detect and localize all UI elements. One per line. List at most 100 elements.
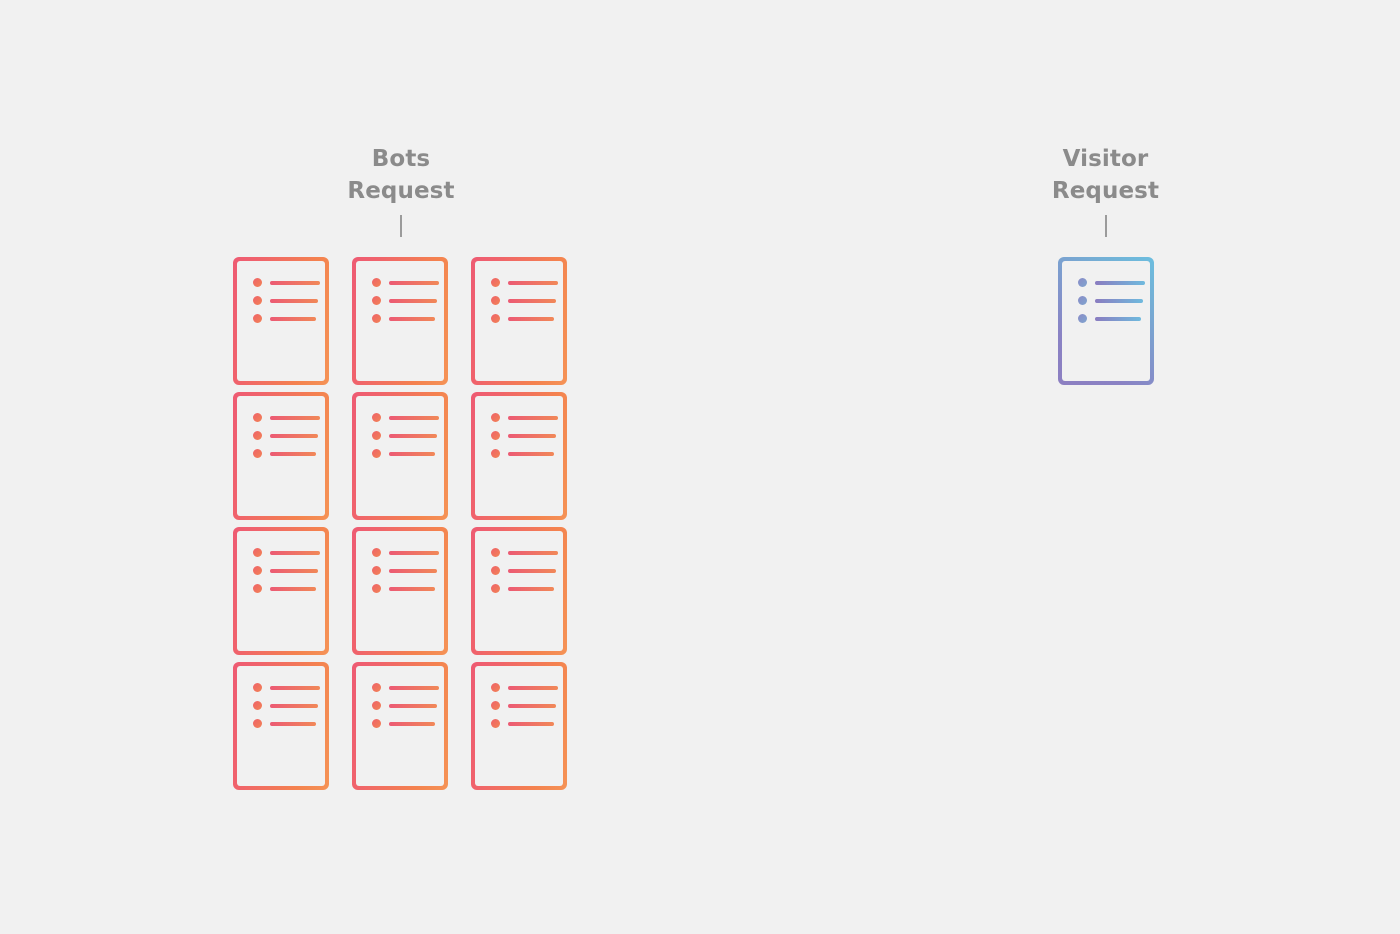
document-line [372, 584, 444, 593]
rule-icon [389, 451, 435, 456]
bot-request-card[interactable] [233, 662, 329, 790]
document-line [491, 584, 563, 593]
rule-icon [1095, 298, 1143, 303]
document-list-icon [253, 278, 325, 323]
bot-request-card[interactable] [352, 392, 448, 520]
rule-icon [270, 316, 316, 321]
bots-request-label: Bots Request [347, 146, 455, 204]
rule-icon [389, 568, 437, 573]
document-line [1078, 278, 1150, 287]
bullet-icon [491, 314, 500, 323]
bullet-icon [253, 719, 262, 728]
document-line [372, 719, 444, 728]
bot-request-card[interactable] [471, 392, 567, 520]
document-body [237, 396, 325, 516]
bullet-icon [491, 548, 500, 557]
bullet-icon [1078, 314, 1087, 323]
rule-icon [508, 433, 556, 438]
rule-icon [1095, 316, 1141, 321]
bullet-icon [253, 296, 262, 305]
bullet-icon [372, 701, 381, 710]
document-line [491, 719, 563, 728]
document-body [356, 396, 444, 516]
bullet-icon [253, 566, 262, 575]
document-line [1078, 296, 1150, 305]
document-list-icon [491, 548, 563, 593]
document-list-icon [1078, 278, 1150, 323]
document-line [491, 278, 563, 287]
visitor-request-group: Visitor Request [1037, 143, 1174, 237]
document-line [372, 413, 444, 422]
bot-request-card[interactable] [471, 527, 567, 655]
rule-icon [508, 280, 558, 285]
document-list-icon [491, 413, 563, 458]
bullet-icon [372, 431, 381, 440]
bot-request-card[interactable] [352, 527, 448, 655]
document-line [491, 431, 563, 440]
rule-icon [508, 550, 558, 555]
bullet-icon [253, 584, 262, 593]
document-list-icon [372, 413, 444, 458]
document-list-icon [372, 548, 444, 593]
document-body [1062, 261, 1150, 381]
document-body [237, 666, 325, 786]
rule-icon [270, 568, 318, 573]
document-line [253, 701, 325, 710]
bot-request-card[interactable] [471, 662, 567, 790]
rule-icon [270, 550, 320, 555]
bullet-icon [491, 566, 500, 575]
document-line [491, 314, 563, 323]
bot-request-card[interactable] [233, 257, 329, 385]
document-line [253, 296, 325, 305]
document-line [372, 431, 444, 440]
document-line [372, 296, 444, 305]
rule-icon [270, 586, 316, 591]
rule-icon [389, 298, 437, 303]
document-line [491, 548, 563, 557]
rule-icon [508, 586, 554, 591]
bot-request-card[interactable] [233, 527, 329, 655]
bullet-icon [1078, 278, 1087, 287]
document-line [372, 566, 444, 575]
bullet-icon [491, 719, 500, 728]
bot-request-card[interactable] [352, 662, 448, 790]
document-line [1078, 314, 1150, 323]
bullet-icon [372, 584, 381, 593]
document-line [253, 584, 325, 593]
document-line [372, 548, 444, 557]
document-line [253, 278, 325, 287]
document-line [372, 449, 444, 458]
rule-icon [270, 703, 318, 708]
bots-connector-tick [400, 215, 402, 237]
rule-icon [508, 451, 554, 456]
bullet-icon [253, 314, 262, 323]
bullet-icon [253, 278, 262, 287]
rule-icon [389, 433, 437, 438]
rule-icon [508, 568, 556, 573]
rule-icon [389, 280, 439, 285]
rule-icon [508, 685, 558, 690]
document-line [253, 548, 325, 557]
bullet-icon [491, 701, 500, 710]
document-line [253, 683, 325, 692]
document-body [237, 261, 325, 381]
bullet-icon [372, 314, 381, 323]
bullet-icon [253, 701, 262, 710]
document-line [372, 683, 444, 692]
bots-request-card-grid [233, 257, 567, 790]
bullet-icon [253, 683, 262, 692]
document-list-icon [372, 683, 444, 728]
document-line [253, 719, 325, 728]
rule-icon [389, 550, 439, 555]
visitor-connector-tick [1104, 215, 1107, 237]
visitor-request-card[interactable] [1058, 257, 1154, 385]
document-body [475, 531, 563, 651]
bot-request-card[interactable] [352, 257, 448, 385]
rule-icon [389, 415, 439, 420]
rule-icon [270, 451, 316, 456]
document-list-icon [372, 278, 444, 323]
bot-request-card[interactable] [471, 257, 567, 385]
document-list-icon [491, 683, 563, 728]
bot-request-card[interactable] [233, 392, 329, 520]
